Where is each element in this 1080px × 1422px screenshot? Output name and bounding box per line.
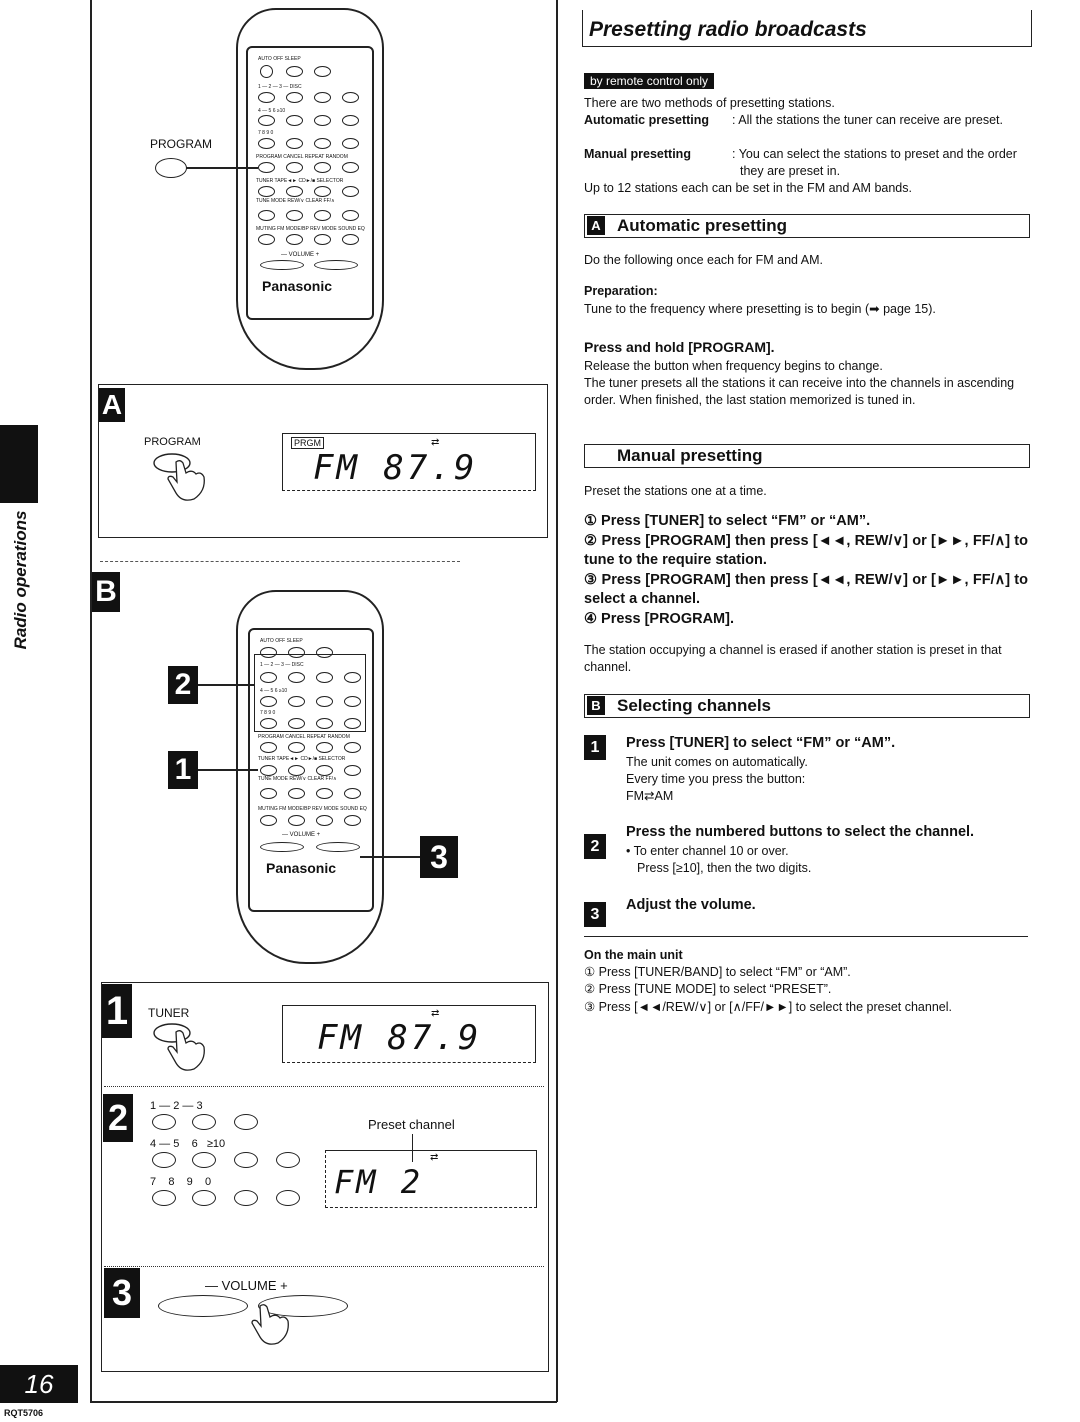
keys-row-2: 4 — 5 6 ≥10	[150, 1138, 226, 1150]
keys-row-1: 1 — 2 — 3	[150, 1100, 203, 1112]
section-b-step1-heading: Press [TUNER] to select “FM” or “AM”.	[626, 735, 896, 751]
section-a-once: Do the following once each for FM and AM…	[584, 253, 824, 267]
step-divider-1	[104, 1086, 544, 1087]
manual-intro: Preset the stations one at a time.	[584, 484, 767, 498]
section-title: Radio operations	[11, 510, 30, 650]
section-a-heading: A Automatic presetting	[584, 214, 1030, 238]
panel-a-badge: A	[99, 388, 125, 422]
manual-heading: Manual presetting	[584, 444, 1030, 468]
intro-text: There are two methods of presetting stat…	[584, 96, 835, 110]
section-tab-marker	[0, 425, 38, 503]
step-badge-2: 2	[168, 666, 198, 704]
section-b-step2-heading: Press the numbered buttons to select the…	[626, 824, 975, 840]
section-b-step3-badge: 3	[584, 902, 606, 927]
hand-pointer-icon-2	[153, 1023, 205, 1071]
manual-step-1: ① Press [TUNER] to select “FM” or “AM”.	[584, 513, 871, 529]
auto-definition: : All the stations the tuner can receive…	[732, 113, 1003, 127]
main-unit-rule	[584, 936, 1028, 938]
section-a-step-text-1: Release the button when frequency begins…	[584, 359, 883, 373]
callout-line-1	[198, 769, 258, 771]
panel-b-steps	[101, 982, 549, 1372]
panel-a-program-label: PROGRAM	[144, 436, 201, 448]
callout-line-3	[360, 856, 420, 858]
manual-step-3: ③ Press [PROGRAM] then press [◄◄, REW/∨]…	[584, 572, 1028, 607]
main-unit-line-3: ③ Press [◄◄/REW/∨] or [∧/FF/►►] to selec…	[584, 1000, 952, 1014]
preset-pointer-line	[412, 1134, 414, 1162]
right-frame-line	[556, 0, 558, 1402]
manual-step-4: ④ Press [PROGRAM].	[584, 611, 734, 627]
page-title: Presetting radio broadcasts	[582, 10, 1032, 47]
section-b-step1-text-1: The unit comes on automatically.	[626, 755, 808, 769]
program-button-callout	[155, 158, 187, 178]
preparation-label: Preparation:	[584, 284, 658, 298]
step-divider-2	[104, 1266, 544, 1267]
remote-control-top: AUTO OFF SLEEP 1 — 2 — 3 — DISC 4 — 5 6 …	[236, 8, 384, 370]
manual-definition: : You can select the stations to preset …	[732, 147, 1017, 178]
manual-note: The station occupying a channel is erase…	[584, 643, 1002, 674]
auto-term: Automatic presetting	[584, 113, 710, 127]
volume-down-button	[158, 1295, 248, 1317]
main-unit-heading: On the main unit	[584, 948, 683, 962]
remote-only-tag: by remote control only	[584, 73, 715, 89]
left-frame-line	[90, 0, 92, 1402]
step2-display: ⇄ FM 2	[325, 1150, 537, 1208]
section-b-step2-text-1: • To enter channel 10 or over.	[626, 844, 789, 858]
bottom-frame-line	[90, 1401, 557, 1403]
section-b-step1-text-3: FM⇄AM	[626, 789, 674, 803]
section-b-step2-badge: 2	[584, 834, 606, 859]
remote-control-middle: AUTO OFF SLEEP 1 — 2 — 3 — DISC 4 — 5 6 …	[236, 590, 384, 965]
callout-line-2	[198, 684, 254, 686]
step3-badge: 3	[104, 1268, 140, 1318]
hand-pointer-icon-3	[251, 1304, 289, 1345]
tuner-label: TUNER	[148, 1006, 190, 1020]
step2-badge: 2	[103, 1094, 133, 1142]
section-b-step2-text-2: Press [≥10], then the two digits.	[637, 861, 812, 875]
preparation-text: Tune to the frequency where presetting i…	[584, 302, 936, 316]
manual-term: Manual presetting	[584, 147, 691, 161]
section-b-step1-text-2: Every time you press the button:	[626, 772, 806, 786]
step-badge-1: 1	[168, 751, 198, 789]
step1-display: ⇄ FM 87.9	[282, 1005, 536, 1063]
step-badge-3: 3	[420, 836, 458, 878]
hand-pointer-icon	[153, 453, 205, 501]
volume-label: — VOLUME +	[205, 1278, 288, 1293]
main-unit-line-2: ② Press [TUNE MODE] to select “PRESET”.	[584, 982, 832, 996]
page-number: 16	[0, 1365, 78, 1403]
section-b-step3-heading: Adjust the volume.	[626, 897, 756, 913]
section-b-step1-badge: 1	[584, 735, 606, 760]
panel-a-display: PRGM ⇄ FM 87.9	[282, 433, 536, 491]
manual-step-2: ② Press [PROGRAM] then press [◄◄, REW/∨]…	[584, 533, 1028, 568]
section-a-step-heading: Press and hold [PROGRAM].	[584, 339, 775, 355]
panel-b-badge: B	[92, 572, 120, 612]
preset-channel-label: Preset channel	[368, 1117, 455, 1132]
main-unit-line-1: ① Press [TUNER/BAND] to select “FM” or “…	[584, 965, 851, 979]
number-keys-highlight	[254, 654, 366, 732]
station-limit: Up to 12 stations each can be set in the…	[584, 181, 912, 195]
doc-code: RQT5706	[4, 1408, 44, 1418]
volume-up-button	[258, 1295, 348, 1317]
divider	[100, 561, 460, 562]
panel-a	[98, 384, 548, 538]
program-label: PROGRAM	[150, 137, 213, 151]
section-b-heading: B Selecting channels	[584, 694, 1030, 718]
callout-line	[186, 167, 258, 169]
keys-row-3: 7 8 9 0	[150, 1176, 212, 1188]
brand-logo: Panasonic	[262, 278, 333, 294]
brand-logo-2: Panasonic	[266, 860, 337, 876]
section-a-step-text-2: The tuner presets all the stations it ca…	[584, 376, 1015, 407]
step1-badge: 1	[102, 984, 132, 1038]
